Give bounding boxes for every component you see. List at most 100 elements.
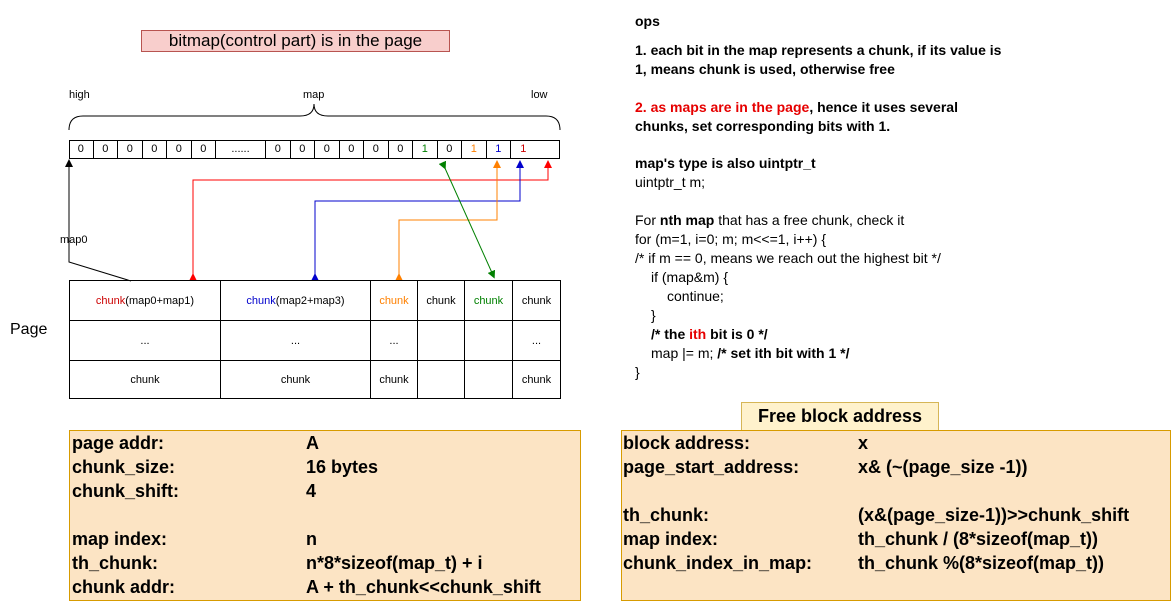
chunk-prefix: chunk — [521, 294, 552, 307]
info-value: x& (~(page_size -1)) — [858, 457, 1028, 477]
ops-p2-line1: 2. as maps are in the page, hence it use… — [635, 99, 958, 115]
info-key: th_chunk: — [72, 553, 159, 573]
ops-code-l2: for (m=1, i=0; m; m<<=1, i++) { — [635, 231, 827, 247]
bit-cell: 0 — [315, 140, 340, 159]
info-key: page_start_address: — [623, 457, 800, 477]
ops-type-line2: uintptr_t m; — [635, 174, 706, 190]
ops-p1-line2: 1, means chunk is used, otherwise free — [635, 61, 895, 77]
bit-cell: 0 — [143, 140, 167, 159]
page-chunk-cell: ... — [513, 321, 560, 361]
chunk-prefix: chunk — [473, 294, 504, 307]
bit-cell: 0 — [340, 140, 364, 159]
orange-arrow — [395, 160, 501, 281]
code-l1-a: For — [635, 212, 660, 228]
code-l8-b: /* set ith bit with 1 */ — [717, 345, 850, 361]
info-value: th_chunk / (8*sizeof(map_t)) — [858, 529, 1099, 549]
bit-cell: 0 — [364, 140, 389, 159]
bit-cell: 0 — [291, 140, 315, 159]
ops-code-l5: continue; — [667, 288, 724, 304]
ops-p1-line1: 1. each bit in the map represents a chun… — [635, 42, 1002, 58]
chunk-prefix: chunk — [95, 294, 126, 307]
low-label: low — [531, 89, 548, 101]
high-label: high — [69, 89, 90, 101]
page-chunk-cell — [465, 321, 513, 361]
page-chunk-cell — [418, 321, 465, 361]
page-chunk-cell: chunk — [371, 361, 418, 398]
free-block-box: block address: x page_start_address: x& (~(… — [621, 430, 1171, 601]
info-key: map index: — [72, 529, 168, 549]
page-chunk-cell: chunk — [513, 281, 560, 321]
info-value: th_chunk %(8*sizeof(map_t)) — [858, 553, 1105, 573]
info-value: 16 bytes — [306, 457, 379, 477]
page-chunk-cell: ... — [371, 321, 418, 361]
bit-cell: 0 — [438, 140, 462, 159]
info-value: n — [306, 529, 317, 549]
info-value: (x&(page_size-1))>>chunk_shift — [858, 505, 1130, 525]
ops-code-l9: } — [635, 364, 640, 380]
page-chunk-cell: chunk — [70, 361, 221, 398]
ops-p2-red: as maps are in the page — [650, 99, 810, 115]
bit-cell: ...... — [216, 140, 266, 159]
map0-arrow — [65, 159, 132, 282]
chunk-prefix: chunk — [379, 294, 409, 307]
page-chunk-cell: chunk — [465, 281, 513, 321]
info-key: map index: — [623, 529, 719, 549]
info-key: chunk_index_in_map: — [623, 553, 813, 573]
code-l8-a: map |= m; — [651, 345, 718, 361]
chunk-suffix: (map0+map1) — [125, 294, 195, 307]
info-key: block address: — [623, 433, 751, 453]
page-chunk-cell — [418, 361, 465, 398]
bit-cell: 0 — [192, 140, 216, 159]
code-l7-a: /* the — [651, 326, 690, 342]
page-chunk-cell: chunk — [371, 281, 418, 321]
map-label: map — [303, 89, 325, 101]
bit-cell: 1 — [520, 143, 527, 155]
map-brace — [68, 103, 561, 131]
bit-cell: 1 — [487, 140, 511, 159]
diagram-title: bitmap(control part) is in the page — [141, 30, 450, 52]
info-value: n*8*sizeof(map_t) + i — [306, 553, 483, 573]
page-chunk-cell: chunk(map0+map1) — [70, 281, 221, 321]
bit-cell: 0 — [266, 140, 291, 159]
map0-label: map0 — [60, 234, 88, 246]
code-l1-b: nth map — [659, 212, 715, 228]
code-l1-c: that has a free chunk, check it — [714, 212, 905, 228]
bit-cell: 0 — [389, 140, 413, 159]
free-block-title: Free block address — [741, 402, 939, 431]
page-chunk-cell: chunk — [221, 361, 371, 398]
bit-cell: 0 — [167, 140, 192, 159]
ops-heading: ops — [635, 13, 660, 29]
info-key: th_chunk: — [623, 505, 710, 525]
bit-cell: 0 — [118, 140, 143, 159]
code-l7-b: ith — [689, 326, 707, 342]
info-key: page addr: — [72, 433, 165, 453]
chunk-prefix: chunk — [426, 294, 456, 307]
ops-p2-num: 2. — [635, 99, 651, 115]
ops-code-l1: For nth map that has a free chunk, check… — [635, 212, 904, 228]
ops-code-l3: /* if m == 0, means we reach out the hig… — [635, 250, 941, 266]
green-arrow — [438, 160, 496, 279]
bit-cell: 1 — [462, 140, 487, 159]
page-chunk-cell: chunk(map2+map3) — [221, 281, 371, 321]
bit-cell: 1 — [413, 140, 438, 159]
ops-code-l8: map |= m; /* set ith bit with 1 */ — [651, 345, 850, 361]
info-value: A — [306, 433, 319, 453]
info-key: chunk addr: — [72, 577, 176, 597]
page-chunk-cell: chunk — [418, 281, 465, 321]
info-value: A + th_chunk<<chunk_shift — [306, 577, 541, 597]
info-value: 4 — [306, 481, 317, 501]
code-l7-c: bit is 0 */ — [706, 326, 768, 342]
page-label: Page — [10, 321, 48, 338]
bit-cell: 0 — [69, 140, 94, 159]
page-chunk-cell — [465, 361, 513, 398]
bit-cell: 0 — [94, 140, 118, 159]
ops-code-l6: } — [651, 307, 656, 323]
ops-p2-line2: chunks, set corresponding bits with 1. — [635, 118, 891, 134]
page-chunk-cell: ... — [70, 321, 221, 361]
chunk-prefix: chunk — [246, 294, 276, 307]
info-key: chunk_size: — [72, 457, 176, 477]
ops-type-line1: map's type is also uintptr_t — [635, 155, 816, 171]
info-value: x — [858, 433, 869, 453]
